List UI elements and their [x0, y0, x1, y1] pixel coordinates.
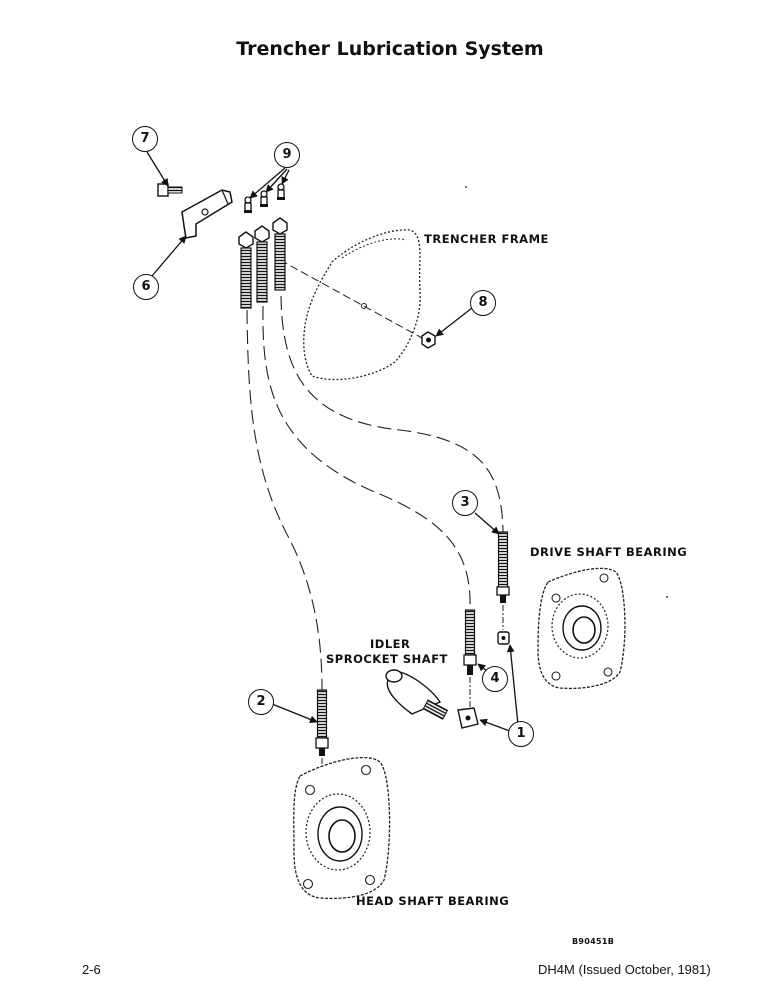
mounting-bracket [181, 189, 233, 239]
page-number: 2-6 [82, 962, 101, 977]
label-idler-line2: SPROCKET SHAFT [326, 652, 448, 666]
label-head-shaft-bearing: HEAD SHAFT BEARING [356, 894, 510, 908]
callout-2: 2 [248, 689, 274, 715]
hose-end-idler [463, 609, 477, 675]
bulkhead-tubes [238, 217, 288, 309]
hose-end-head [315, 689, 329, 756]
capscrew [157, 183, 183, 197]
callout-9: 9 [274, 142, 300, 168]
drive-shaft-bearing [537, 567, 626, 690]
frame-nut [421, 331, 436, 349]
callout-3: 3 [452, 490, 478, 516]
drawing-code: B90451B [572, 937, 615, 946]
callout-4: 4 [482, 666, 508, 692]
label-trencher-frame: TRENCHER FRAME [424, 232, 549, 246]
callout-6: 6 [133, 274, 159, 300]
adapter-idler [457, 707, 479, 729]
label-drive-shaft-bearing: DRIVE SHAFT BEARING [530, 545, 688, 559]
grease-fittings [244, 183, 285, 213]
head-shaft-bearing [293, 756, 391, 900]
hose-end-drive [496, 531, 510, 603]
callout-7: 7 [132, 126, 158, 152]
idler-sprocket-shaft [385, 669, 449, 720]
callout-8: 8 [470, 290, 496, 316]
leader-lines [146, 151, 519, 732]
manual-issue: DH4M (Issued October, 1981) [538, 962, 711, 977]
label-idler-line1: IDLER [370, 637, 411, 651]
adapter-drive [497, 631, 510, 645]
callout-1: 1 [508, 721, 534, 747]
page-title: Trencher Lubrication System [236, 38, 544, 60]
